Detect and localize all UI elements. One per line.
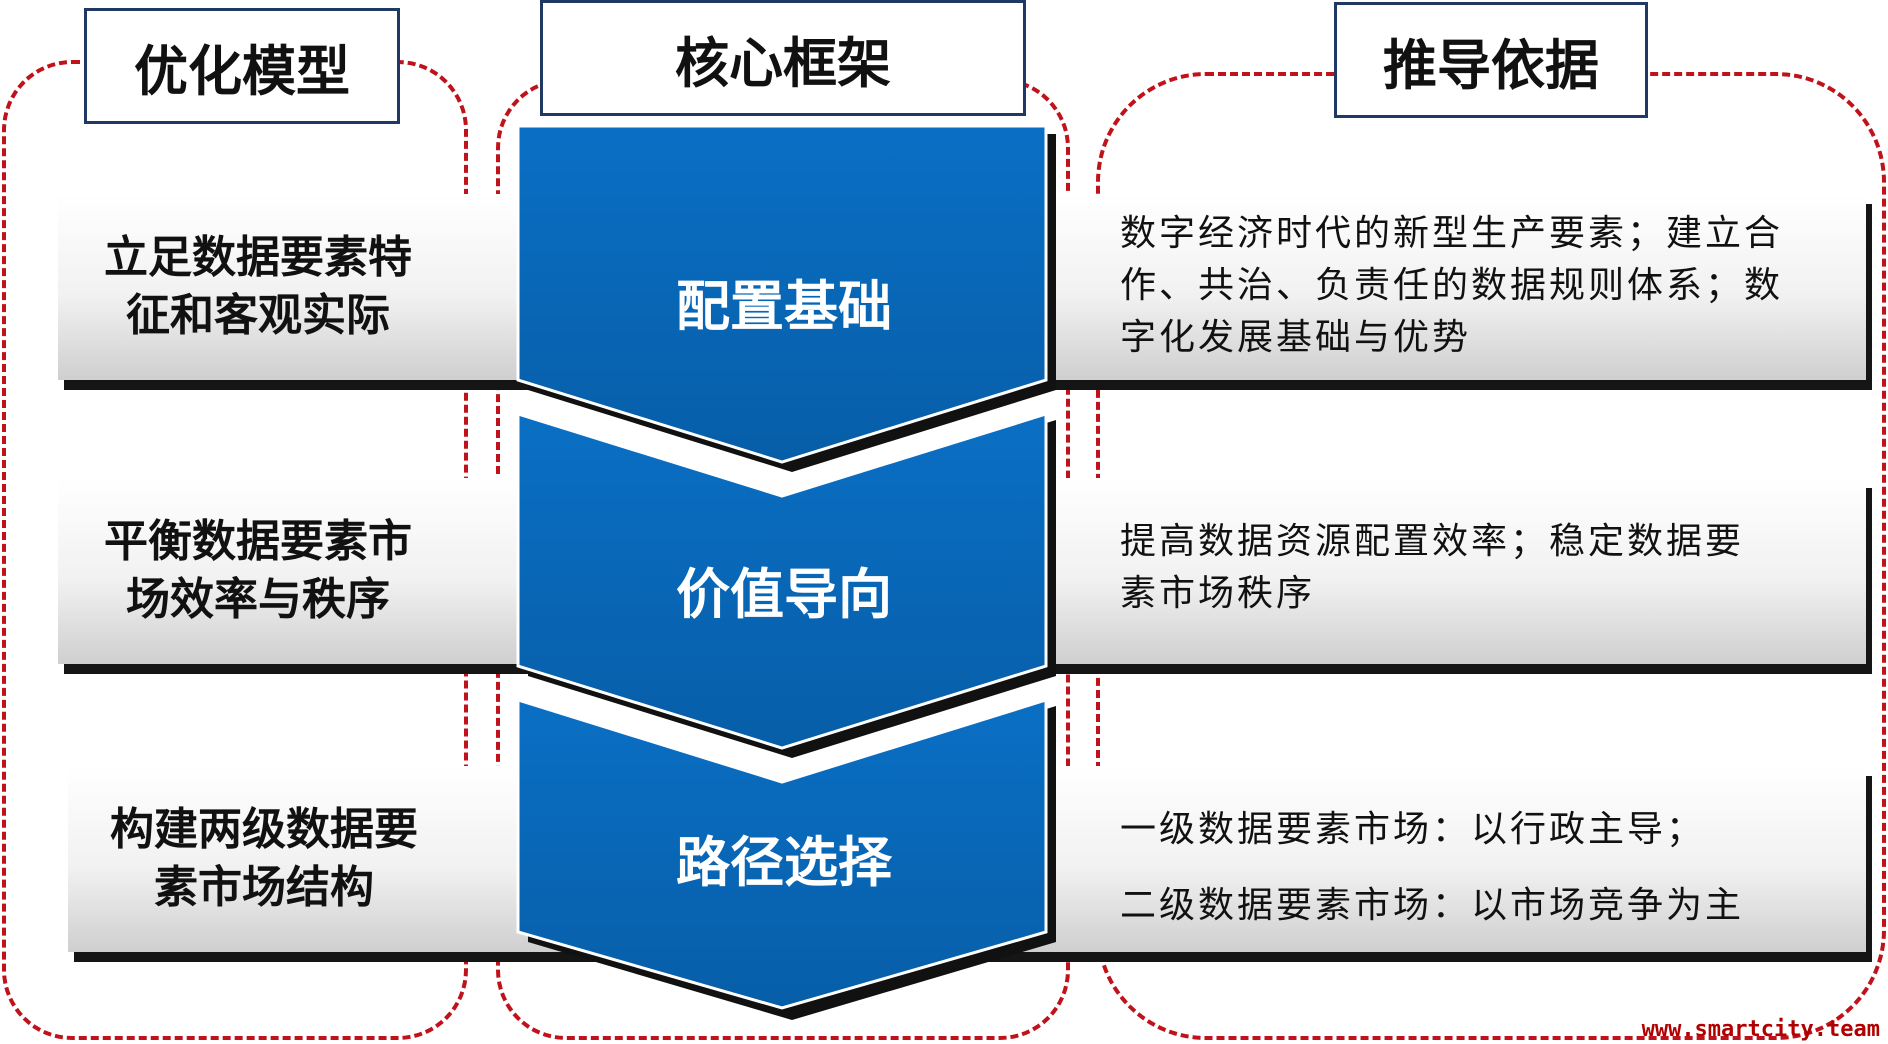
row-3-right-line-1: 一级数据要素市场：以行政主导； [1120,809,1706,850]
chevron-1-label: 配置基础 [676,275,892,338]
row-3-right-line-2: 二级数据要素市场：以市场竞争为主 [1120,885,1745,926]
row-2-right-line-1: 提高数据资源配置效率；稳定数据要 [1120,521,1745,562]
row-2-left-label: 平衡数据要素市 场效率与秩序 [78,478,438,664]
chevron-2-label: 价值导向 [676,563,892,626]
row-2-left-line-1: 平衡数据要素市 [104,516,412,567]
row-1-right-line-1: 数字经济时代的新型生产要素；建立合 [1120,213,1784,254]
row-3-left-line-2: 素市场结构 [154,862,374,913]
row-1-left-line-2: 征和客观实际 [126,290,390,341]
row-1-right-text: 数字经济时代的新型生产要素；建立合 作、共治、负责任的数据规则体系；数 字化发展… [1120,208,1860,364]
chevron-3-label: 路径选择 [676,831,892,894]
header-derivation-basis: 推导依据 [1334,2,1648,118]
header-optimization-model: 优化模型 [84,8,400,124]
row-3-left-label: 构建两级数据要 素市场结构 [84,766,444,952]
row-1-left-label: 立足数据要素特 征和客观实际 [78,194,438,380]
header-core-framework: 核心框架 [540,0,1026,116]
row-2-right-text: 提高数据资源配置效率；稳定数据要 素市场秩序 [1120,516,1860,620]
row-1-right-line-3: 字化发展基础与优势 [1120,317,1472,358]
watermark: www.smartcity.team [1641,1017,1880,1042]
row-3-left-line-1: 构建两级数据要 [110,804,418,855]
row-2-right-line-2: 素市场秩序 [1120,573,1316,614]
chevron-1 [516,124,1048,464]
row-1-right-line-2: 作、共治、负责任的数据规则体系；数 [1120,265,1784,306]
row-2-left-line-2: 场效率与秩序 [126,574,390,625]
chevron-3 [516,697,1048,1010]
row-3-right-text: 一级数据要素市场：以行政主导； 二级数据要素市场：以市场竞争为主 [1120,792,1860,944]
chevron-2 [516,411,1048,750]
row-1-left-line-1: 立足数据要素特 [104,232,412,283]
